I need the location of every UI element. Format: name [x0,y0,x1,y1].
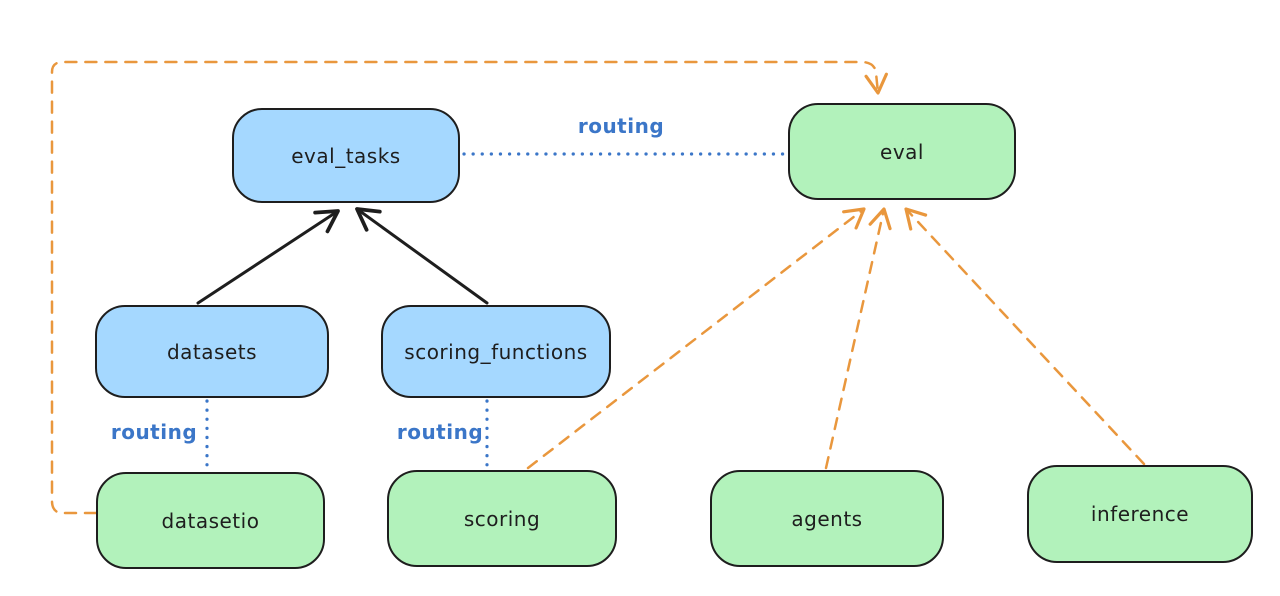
edge-label-routing-top: routing [577,114,665,138]
node-agents: agents [710,470,944,567]
node-eval-label: eval [880,139,924,164]
edge-datasetio-to-eval [50,60,888,515]
node-eval-tasks: eval_tasks [232,108,460,203]
node-datasetio: datasetio [96,472,325,569]
edge-label-routing-scoring: routing [396,420,484,444]
node-datasets: datasets [95,305,329,398]
node-scoring-label: scoring [463,506,541,531]
node-datasetio-label: datasetio [161,508,260,533]
node-agents-label: agents [791,506,863,531]
node-scoring-functions: scoring_functions [381,305,611,398]
node-scoring: scoring [387,470,617,567]
node-eval-tasks-label: eval_tasks [291,143,401,168]
node-inference-label: inference [1090,502,1190,526]
node-scoring-functions-label: scoring_functions [404,339,588,364]
edge-inference-to-eval [904,207,1146,466]
edge-scoring-functions-to-eval-tasks [355,207,489,305]
node-datasets-label: datasets [166,339,258,364]
edge-scoring-to-eval [526,207,866,470]
edge-label-routing-datasets: routing [110,420,198,444]
node-inference: inference [1027,465,1253,563]
edge-agents-to-eval [824,207,892,470]
edge-datasets-to-eval-tasks [196,209,340,305]
node-eval: eval [788,103,1016,200]
